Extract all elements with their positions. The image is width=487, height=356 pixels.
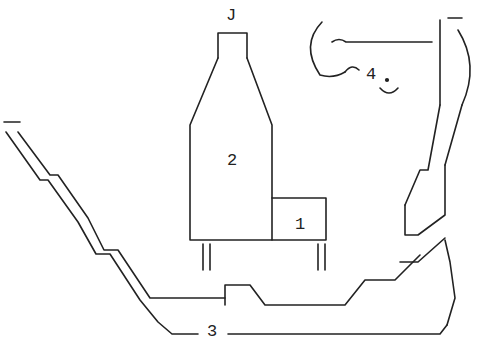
callout-number: 3 — [205, 322, 219, 341]
pipe-left-end — [310, 22, 345, 76]
callout-number: J — [224, 6, 238, 25]
bow-inner — [18, 132, 225, 298]
bow-outer — [6, 132, 198, 334]
stern-outer — [445, 240, 455, 325]
pipe-top — [332, 40, 432, 43]
stem-outer — [445, 105, 462, 165]
cabin-outline — [190, 58, 272, 240]
pipe-dot — [386, 79, 389, 82]
bow-tip — [4, 121, 20, 123]
chimney — [218, 33, 247, 58]
stern-box — [405, 165, 445, 235]
cabin-legs — [203, 244, 325, 270]
stern-step — [400, 238, 445, 262]
pipe-curl-lower — [380, 88, 398, 93]
pipe-band — [439, 20, 441, 105]
small-box — [272, 198, 326, 240]
callout-number: 4 — [364, 65, 378, 84]
stem-inner — [405, 105, 440, 205]
pipe-right-end — [448, 18, 470, 105]
callout-number: 1 — [293, 215, 307, 234]
hull-bottom — [228, 325, 447, 334]
deck-line — [225, 255, 420, 305]
pipe-curl — [345, 67, 359, 72]
callout-number: 2 — [225, 151, 239, 170]
